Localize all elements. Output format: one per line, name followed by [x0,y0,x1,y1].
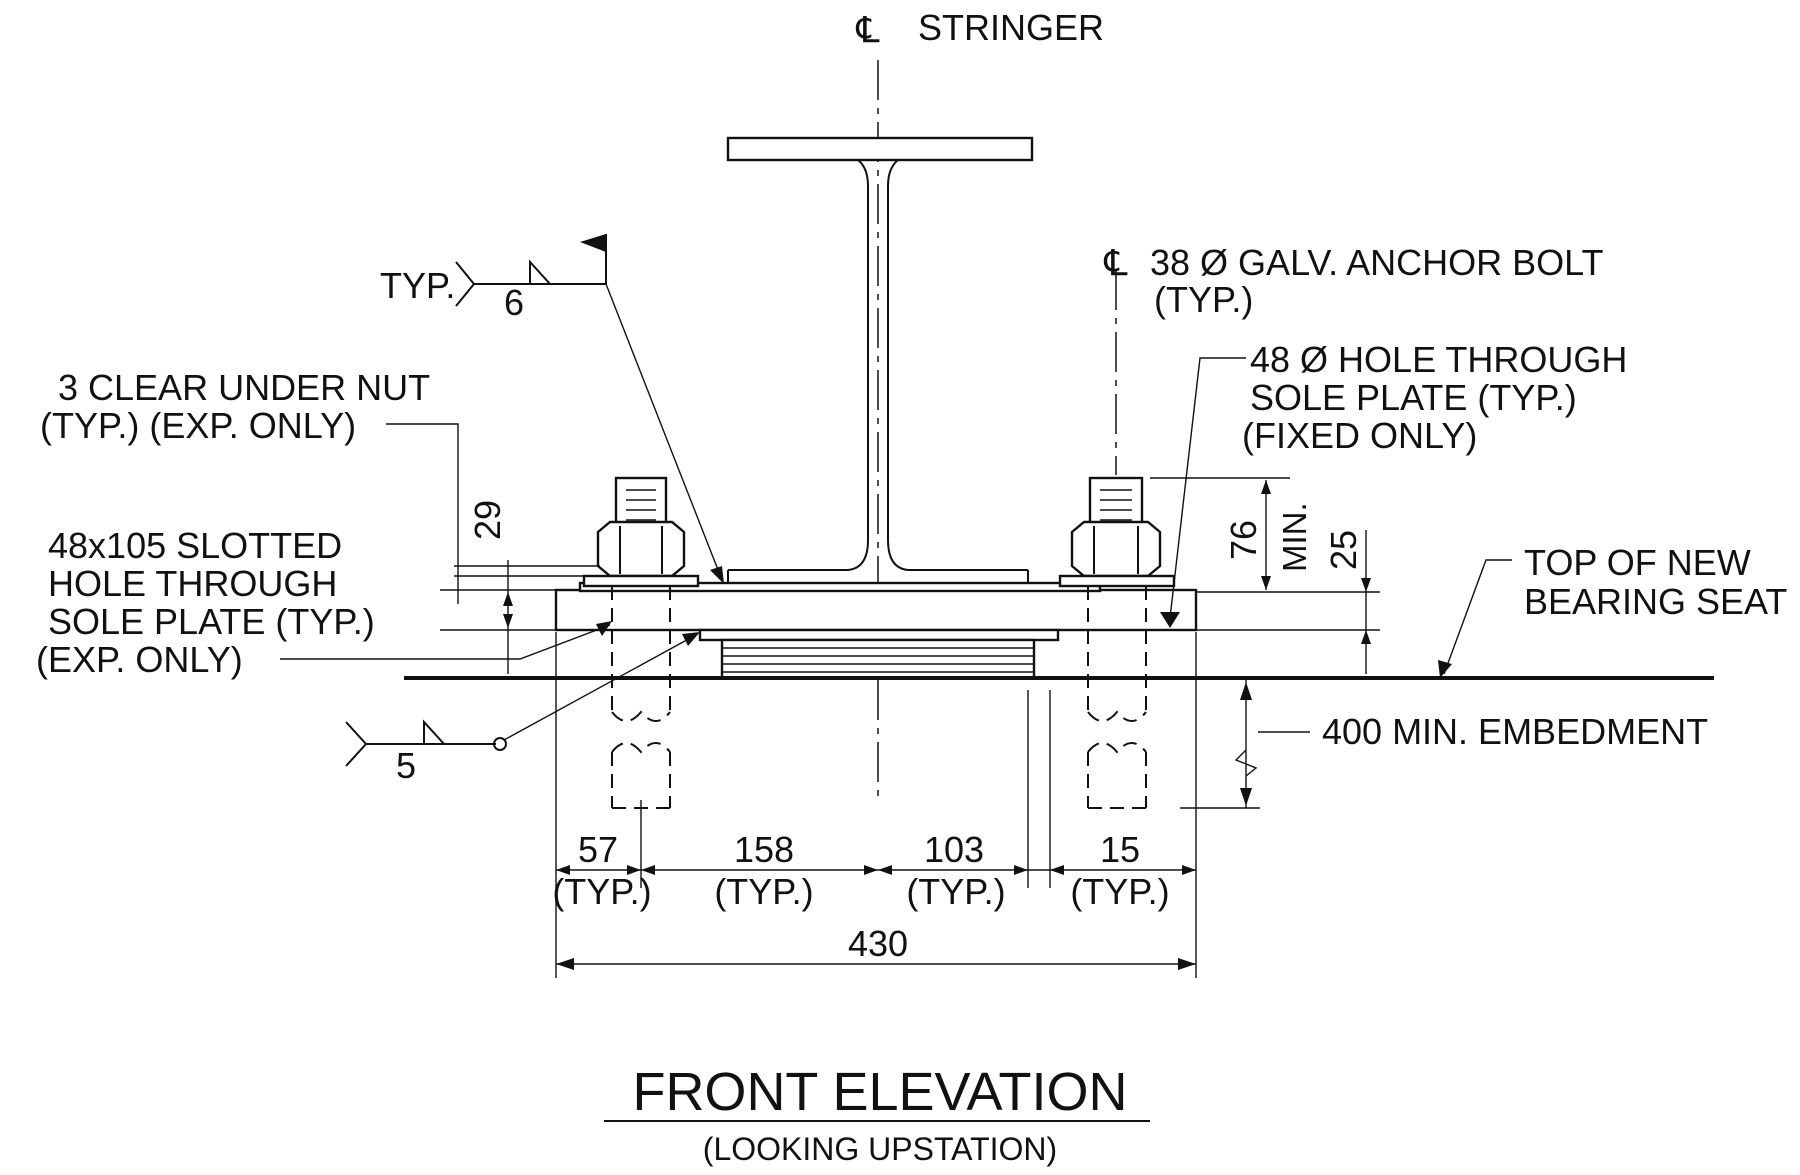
anchor-bolt-label: ℄ 38 Ø GALV. ANCHOR BOLT (TYP.) [1103,242,1603,320]
weld-symbol-6: TYP. 6 [380,234,724,584]
dim-29-text: 29 [467,500,508,540]
dim-158-text: 158 [734,829,794,870]
drawing-subtitle: (LOOKING UPSTATION) [703,1131,1057,1167]
left-anchor-bolt [582,476,700,809]
slotted-text-4: (EXP. ONLY) [36,639,243,680]
drawing-title: FRONT ELEVATION [632,1062,1127,1122]
slotted-text-1: 48x105 SLOTTED [48,525,342,566]
anchor-bolt-text-1: 38 Ø GALV. ANCHOR BOLT [1150,242,1604,283]
slotted-text-3: SOLE PLATE (TYP.) [48,601,375,642]
drawing-title-block: FRONT ELEVATION (LOOKING UPSTATION) [604,1062,1150,1167]
elastomeric-bearing [698,628,1060,680]
dim-29: 29 [440,500,600,674]
dim-158-typ: (TYP.) [714,871,813,912]
bearing-seat-text-1: TOP OF NEW [1524,542,1751,583]
anchor-bolt-text-2: (TYP.) [1154,279,1253,320]
fixed-hole-text-2: SOLE PLATE (TYP.) [1250,377,1577,418]
i-beam-stringer [726,136,1034,583]
dim-25-text: 25 [1323,530,1364,570]
embedment-dimension: 400 MIN. EMBEDMENT [1180,680,1708,809]
fixed-hole-label: 48 Ø HOLE THROUGH SOLE PLATE (TYP.) (FIX… [1160,339,1627,628]
fixed-hole-text-1: 48 Ø HOLE THROUGH [1250,339,1627,380]
dim-103-typ: (TYP.) [906,871,1005,912]
bearing-seat-text-2: BEARING SEAT [1524,581,1787,622]
dim-15-typ: (TYP.) [1070,871,1169,912]
dim-76-min: 76 MIN. [1150,477,1380,631]
stringer-text: STRINGER [918,7,1104,48]
dim-min-text: MIN. [1276,502,1313,572]
dim-76-text: 76 [1223,520,1264,560]
right-anchor-bolt [1058,270,1176,809]
centerline-symbol: ℄ [855,9,879,50]
slotted-text-2: HOLE THROUGH [48,563,337,604]
dim-57-text: 57 [578,829,618,870]
weld-typ-text: TYP. [380,265,455,306]
clear-nut-text-2: (TYP.) (EXP. ONLY) [40,405,356,446]
dim-430-text: 430 [848,923,908,964]
weld-6-text: 6 [504,282,524,323]
stringer-label: ℄ STRINGER [855,7,1104,50]
slotted-hole-label: 48x105 SLOTTED HOLE THROUGH SOLE PLATE (… [36,525,612,680]
dim-103-text: 103 [924,829,984,870]
clear-nut-text-1: 3 CLEAR UNDER NUT [58,367,430,408]
horizontal-dimensions: 57 158 103 15 (TYP.) (TYP.) (TYP.) (TYP.… [552,632,1197,978]
bearing-seat-label: TOP OF NEW BEARING SEAT [1438,542,1787,678]
centerline-symbol-bolt: ℄ [1103,242,1127,283]
fixed-hole-text-3: (FIXED ONLY) [1242,415,1477,456]
weld-5-text: 5 [396,745,416,786]
sole-plate [554,581,1198,632]
clear-nut-label: 3 CLEAR UNDER NUT (TYP.) (EXP. ONLY) [40,367,459,548]
dim-25: 25 [1323,530,1371,674]
dim-57-typ: (TYP.) [552,871,651,912]
weld-symbol-5: 5 [345,632,700,786]
dim-15-text: 15 [1100,829,1140,870]
embedment-text: 400 MIN. EMBEDMENT [1322,711,1708,752]
